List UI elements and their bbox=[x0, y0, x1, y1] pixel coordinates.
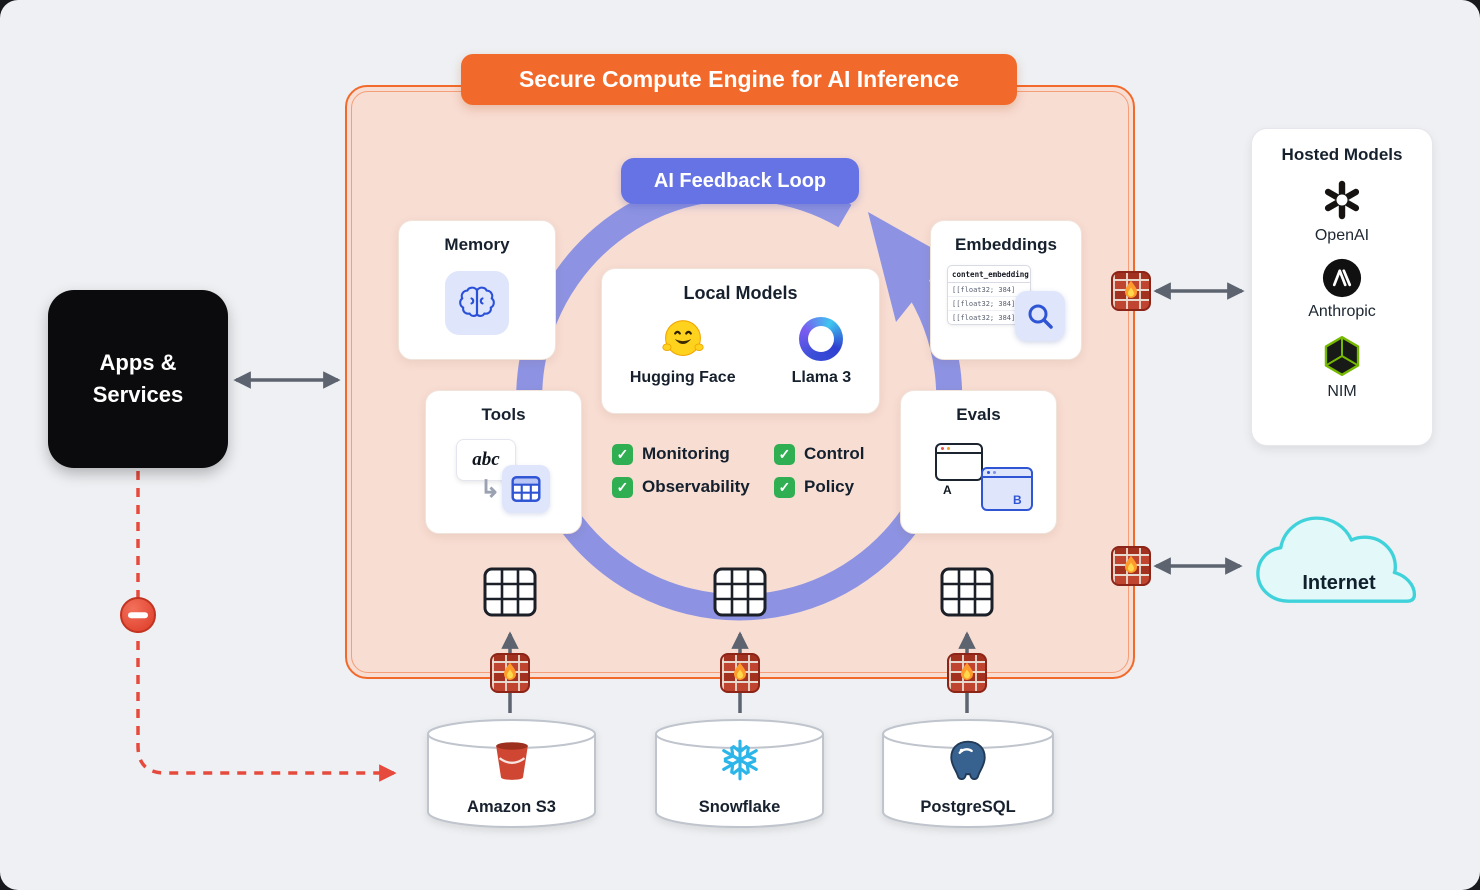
checklist-column-left: ✓ Monitoring ✓ Observability bbox=[612, 442, 750, 508]
flame-icon bbox=[504, 662, 516, 680]
text-sample: abc bbox=[472, 449, 500, 470]
table-icon bbox=[511, 476, 541, 502]
hosted-models-title: Hosted Models bbox=[1281, 145, 1403, 164]
cylinder-shape bbox=[655, 719, 824, 828]
magnifier-icon bbox=[1028, 304, 1053, 329]
anthropic-label: Anthropic bbox=[1308, 303, 1376, 320]
apps-services-node: Apps & Services bbox=[48, 290, 228, 468]
flame-icon bbox=[961, 662, 973, 680]
flame-icon bbox=[1125, 280, 1137, 298]
embedding-table-header: content_embedding bbox=[948, 266, 1030, 283]
local-model-llama3: Llama 3 bbox=[791, 317, 852, 387]
anthropic-logo-icon bbox=[1322, 258, 1362, 298]
data-grid-icon bbox=[482, 566, 538, 618]
checklist-item-observability: ✓ Observability bbox=[612, 475, 750, 499]
check-icon: ✓ bbox=[612, 476, 633, 498]
curve-arrow-icon: ↳ bbox=[480, 476, 501, 503]
eval-variant-a-label: A bbox=[943, 483, 952, 497]
eval-window-b-icon bbox=[981, 467, 1033, 511]
title-banner-label: Secure Compute Engine for AI Inference bbox=[518, 66, 960, 92]
amazon-s3-label: Amazon S3 bbox=[467, 798, 556, 816]
llama3-icon bbox=[799, 317, 844, 361]
hugging-face-label: Hugging Face bbox=[629, 369, 736, 386]
database-amazon-s3: Amazon S3 bbox=[425, 716, 598, 830]
eval-window-a-icon bbox=[935, 443, 983, 481]
checklist-label: Observability bbox=[642, 477, 750, 496]
embedding-search-tile bbox=[1015, 291, 1065, 341]
firewall-icon bbox=[947, 653, 987, 693]
firewall-icon bbox=[1111, 546, 1151, 586]
memory-card: Memory bbox=[398, 220, 556, 360]
hugging-face-icon bbox=[662, 320, 704, 357]
nim-logo-icon bbox=[1324, 336, 1360, 376]
checklist-item-control: ✓ Control bbox=[774, 442, 864, 466]
hosted-models-card: Hosted Models OpenAI Anthropic bbox=[1251, 128, 1433, 446]
local-models-card: Local Models Hugging Face Llama 3 bbox=[601, 268, 880, 414]
brain-icon bbox=[459, 286, 495, 317]
internet-cloud: Internet bbox=[1248, 500, 1430, 626]
snowflake-label: Snowflake bbox=[698, 798, 781, 816]
embedding-row: [[float32; 384] bbox=[948, 297, 1030, 311]
local-model-hugging-face: Hugging Face bbox=[630, 317, 736, 387]
hosted-model-nim: NIM bbox=[1320, 334, 1364, 401]
embedding-row: [[float32; 384] bbox=[948, 283, 1030, 297]
checklist-item-monitoring: ✓ Monitoring bbox=[612, 442, 750, 466]
evals-title: Evals bbox=[956, 405, 1001, 424]
embedding-row: [[float32; 384] bbox=[952, 313, 1016, 322]
firewall-icon bbox=[490, 653, 530, 693]
postgresql-icon bbox=[950, 740, 986, 780]
amazon-s3-icon bbox=[495, 742, 528, 780]
data-grid-icon bbox=[939, 566, 995, 618]
cloud-icon bbox=[1256, 516, 1417, 603]
firewall-icon bbox=[1111, 271, 1151, 311]
check-icon: ✓ bbox=[774, 476, 795, 498]
database-postgresql: PostgreSQL bbox=[880, 716, 1056, 830]
eval-variant-b-label: B bbox=[1013, 493, 1022, 507]
hosted-model-openai: OpenAI bbox=[1315, 178, 1369, 245]
checklist-label: Control bbox=[804, 444, 865, 463]
local-models-title: Local Models bbox=[683, 283, 798, 303]
flame-icon bbox=[734, 662, 746, 680]
ai-feedback-loop-label: AI Feedback Loop bbox=[653, 169, 827, 192]
cylinder-shape bbox=[427, 719, 596, 828]
firewall-icon bbox=[720, 653, 760, 693]
checklist-label: Monitoring bbox=[642, 444, 730, 463]
openai-label: OpenAI bbox=[1314, 227, 1370, 244]
openai-logo-icon bbox=[1324, 180, 1360, 220]
apps-services-label: Apps & Services bbox=[92, 350, 184, 407]
internet-label: Internet bbox=[1302, 572, 1376, 594]
embeddings-title: Embeddings bbox=[954, 235, 1057, 254]
postgresql-label: PostgreSQL bbox=[920, 798, 1016, 816]
embeddings-card: Embeddings content_embedding [[float32; … bbox=[930, 220, 1082, 360]
database-snowflake: Snowflake bbox=[653, 716, 826, 830]
snowflake-icon bbox=[718, 739, 761, 781]
evals-card: Evals A B bbox=[900, 390, 1057, 534]
flame-icon bbox=[1125, 555, 1137, 573]
no-entry-icon bbox=[120, 597, 156, 633]
ai-feedback-loop-pill: AI Feedback Loop bbox=[621, 158, 859, 204]
memory-icon-tile bbox=[445, 271, 509, 335]
nim-label: NIM bbox=[1327, 383, 1357, 400]
checklist-item-policy: ✓ Policy bbox=[774, 475, 864, 499]
tools-table-tile bbox=[502, 465, 550, 513]
check-icon: ✓ bbox=[612, 443, 633, 465]
tools-card: Tools abc ↳ bbox=[425, 390, 582, 534]
checklist-column-right: ✓ Control ✓ Policy bbox=[774, 442, 864, 508]
llama3-label: Llama 3 bbox=[791, 369, 852, 386]
checklist-label: Policy bbox=[804, 477, 855, 496]
memory-title: Memory bbox=[444, 235, 510, 254]
check-icon: ✓ bbox=[774, 443, 795, 465]
cylinder-shape bbox=[882, 719, 1054, 828]
tools-title: Tools bbox=[481, 405, 526, 424]
local-models-row: Hugging Face Llama 3 bbox=[602, 317, 879, 387]
data-grid-icon bbox=[712, 566, 768, 618]
hosted-model-anthropic: Anthropic bbox=[1308, 258, 1376, 321]
title-banner: Secure Compute Engine for AI Inference bbox=[461, 54, 1017, 105]
